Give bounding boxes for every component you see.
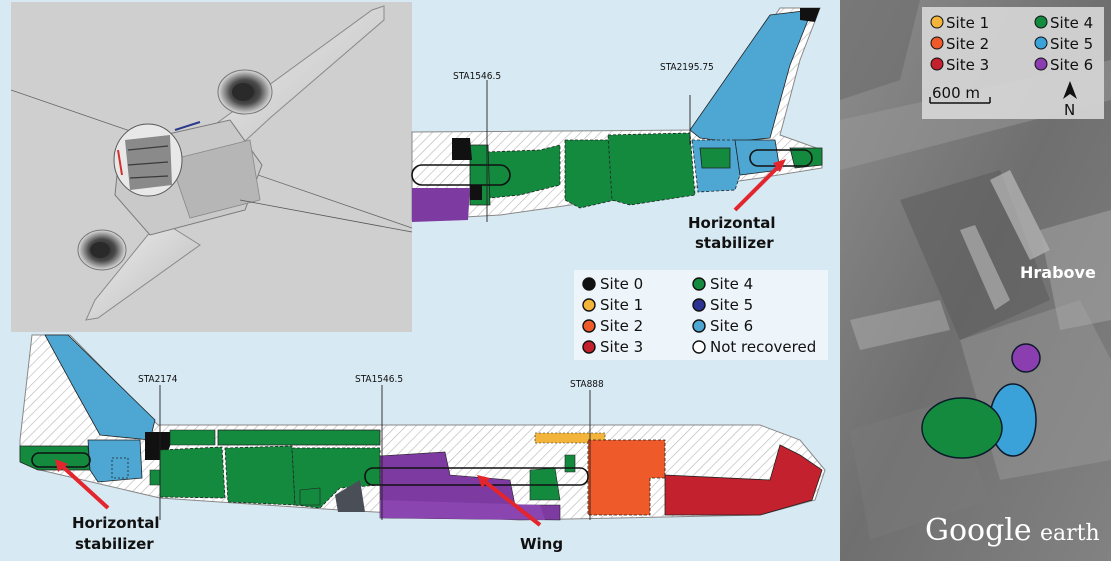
satellite-map bbox=[840, 0, 1111, 561]
arrowhead-icon bbox=[55, 459, 68, 472]
wing-label: Wing bbox=[520, 535, 563, 553]
map-legend-swatch-1 bbox=[930, 36, 944, 50]
town-label-hrabove: Hrabove bbox=[1020, 263, 1096, 282]
legend-swatch-2 bbox=[582, 319, 596, 333]
horizontal-stabilizer-label-upper-2: stabilizer bbox=[695, 234, 774, 252]
station-label-sta1546-upper: STA1546.5 bbox=[453, 71, 501, 82]
site-purple-area bbox=[1011, 343, 1041, 373]
station-label-sta2174: STA2174 bbox=[138, 374, 178, 385]
map-legend-swatch-2 bbox=[930, 57, 944, 71]
horizontal-stabilizer-label-lower-2: stabilizer bbox=[75, 535, 154, 553]
map-legend-label-2: Site 3 bbox=[946, 56, 989, 74]
wing-arrow bbox=[482, 479, 542, 527]
scale-label: 600 m bbox=[932, 84, 980, 102]
horizontal-stabilizer-label-lower-1: Horizontal bbox=[72, 514, 160, 532]
arrowhead-icon bbox=[477, 475, 490, 488]
legend-swatch-4 bbox=[692, 277, 706, 291]
station-label-sta1546-lower: STA1546.5 bbox=[355, 374, 403, 385]
legend-swatch-5 bbox=[692, 298, 706, 312]
map-legend-label-0: Site 1 bbox=[946, 14, 989, 32]
site-legend-items: Site 0 Site 1 Site 2 Site 3 Site 4 Site 5 Site… bbox=[582, 275, 816, 356]
legend-label-0: Site 0 bbox=[600, 275, 643, 293]
arrowhead-icon bbox=[773, 159, 786, 172]
north-label: N bbox=[1064, 101, 1075, 119]
map-legend-label-5: Site 6 bbox=[1050, 56, 1093, 74]
legend-swatch-6 bbox=[692, 319, 706, 333]
aircraft-3d-render bbox=[10, 2, 413, 332]
map-legend-label-3: Site 4 bbox=[1050, 14, 1093, 32]
legend-label-1: Site 1 bbox=[600, 296, 643, 314]
map-legend-swatch-4 bbox=[1034, 36, 1048, 50]
map-legend-label-4: Site 5 bbox=[1050, 35, 1093, 53]
legend-swatch-1 bbox=[582, 298, 596, 312]
map-legend-label-1: Site 2 bbox=[946, 35, 989, 53]
legend-label-2: Site 2 bbox=[600, 317, 643, 335]
legend-swatch-3 bbox=[582, 340, 596, 354]
map-legend-swatch-3 bbox=[1034, 15, 1048, 29]
legend-label-7: Not recovered bbox=[710, 338, 816, 356]
station-label-sta888: STA888 bbox=[570, 379, 604, 390]
google-earth-logo-suffix: earth bbox=[1040, 521, 1100, 546]
fuselage-upper-view bbox=[411, 7, 823, 222]
legend-label-4: Site 4 bbox=[710, 275, 753, 293]
legend-swatch-0 bbox=[582, 277, 596, 291]
site-4-green-area bbox=[921, 397, 1003, 459]
horizontal-stabilizer-arrow-lower bbox=[60, 464, 110, 510]
google-earth-logo: Google bbox=[925, 513, 1032, 548]
legend-label-5: Site 5 bbox=[710, 296, 753, 314]
map-legend-swatch-5 bbox=[1034, 57, 1048, 71]
legend-label-6: Site 6 bbox=[710, 317, 753, 335]
fuselage-lower-view bbox=[19, 334, 826, 521]
map-legend-swatch-0 bbox=[930, 15, 944, 29]
legend-swatch-7 bbox=[692, 340, 706, 354]
horizontal-stabilizer-arrow-upper bbox=[733, 163, 782, 212]
map-legend-items: Site 1 Site 2 Site 3 Site 4 Site 5 Site 6 bbox=[930, 14, 1093, 74]
legend-label-3: Site 3 bbox=[600, 338, 643, 356]
north-arrow-icon bbox=[1063, 81, 1077, 99]
station-label-sta2195: STA2195.75 bbox=[660, 62, 714, 73]
horizontal-stabilizer-label-upper-1: Horizontal bbox=[688, 214, 776, 232]
